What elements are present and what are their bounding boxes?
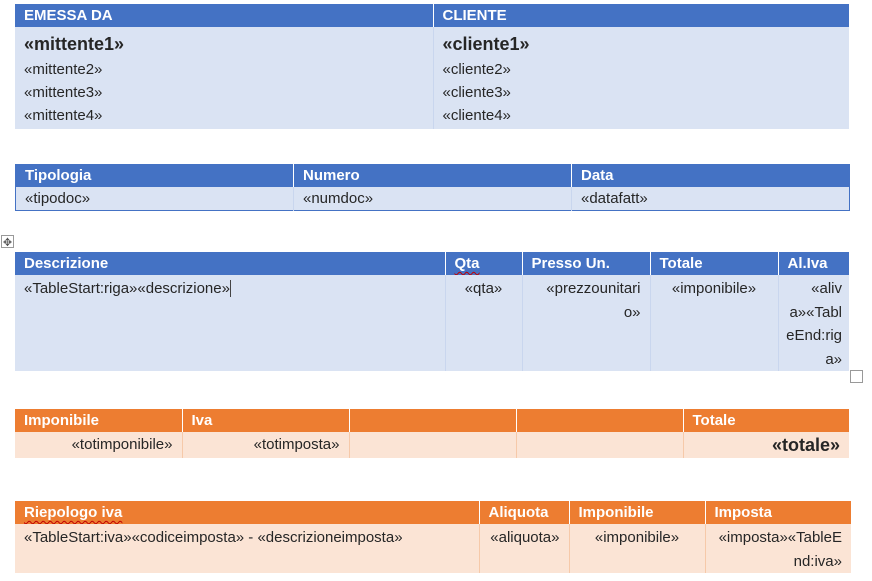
doc-number-value[interactable]: «numdoc» [293, 187, 572, 211]
client-header: CLIENTE [432, 4, 849, 27]
items-table: Descrizione Qta Presso Un. Totale Al.Iva… [15, 252, 849, 371]
qty-cell[interactable]: «qta» [444, 275, 522, 371]
doc-date-header: Data [571, 164, 850, 187]
sender-header: EMESSA DA [15, 4, 433, 27]
sender-client-table: EMESSA DA CLIENTE «mittente1» «mittente2… [15, 4, 849, 129]
resize-handle-icon[interactable] [850, 370, 863, 383]
doc-date-value[interactable]: «datafatt» [571, 187, 850, 211]
vat-rate-cell[interactable]: «aliquota» [478, 524, 569, 573]
client-line-4: «cliente4» [442, 107, 511, 124]
vat-summary-header: Riepologo iva [15, 501, 479, 524]
sender-line-1: «mittente1» [24, 34, 125, 54]
description-header: Descrizione [15, 252, 445, 275]
grand-total-value[interactable]: «totale» [682, 432, 849, 458]
empty-header-1 [348, 409, 516, 432]
vat-description-cell[interactable]: «TableStart:iva»«codiceimposta» - «descr… [15, 524, 479, 573]
total-vat-value[interactable]: «totimposta» [181, 432, 349, 458]
client-cell[interactable]: «cliente1» «cliente2» «cliente3» «client… [432, 27, 849, 129]
grand-total-header: Totale [682, 409, 849, 432]
sender-line-2: «mittente2» [24, 61, 103, 78]
description-cell[interactable]: «TableStart:riga»«descrizione» [15, 275, 445, 371]
move-handle-icon[interactable]: ✥ [1, 235, 14, 249]
total-taxable-value[interactable]: «totimponibile» [15, 432, 182, 458]
unit-price-header: Presso Un. [521, 252, 650, 275]
doc-info-table: Tipologia Numero Data «tipodoc» «numdoc»… [15, 164, 850, 211]
vat-amount-header: Imposta [704, 501, 851, 524]
description-value: «TableStart:riga»«descrizione» [24, 280, 231, 297]
sender-line-4: «mittente4» [24, 107, 103, 124]
sender-line-3: «mittente3» [24, 84, 103, 101]
doc-number-header: Numero [293, 164, 572, 187]
vat-taxable-cell[interactable]: «imponibile» [568, 524, 705, 573]
vat-header: Iva [181, 409, 349, 432]
vat-rate-header: Al.Iva [777, 252, 849, 275]
total-header: Totale [649, 252, 778, 275]
client-line-2: «cliente2» [442, 61, 511, 78]
empty-cell-2[interactable] [515, 432, 683, 458]
client-line-1: «cliente1» [442, 34, 530, 54]
vat-amount-cell[interactable]: «imposta»«TableEnd:iva» [704, 524, 851, 573]
doc-type-value[interactable]: «tipodoc» [15, 187, 294, 211]
unit-price-cell[interactable]: «prezzounitario» [521, 275, 650, 371]
row-total-cell[interactable]: «imponibile» [649, 275, 778, 371]
doc-type-header: Tipologia [15, 164, 294, 187]
qty-header-text: Qta [454, 255, 480, 272]
empty-header-2 [515, 409, 683, 432]
client-line-3: «cliente3» [442, 84, 511, 101]
vat-rate-cell[interactable]: «aliva»«TableEnd:riga» [777, 275, 849, 371]
vat-summary-table: Riepologo iva Aliquota Imponibile Impost… [15, 501, 851, 573]
empty-cell-1[interactable] [348, 432, 516, 458]
vat-taxable-header: Imponibile [568, 501, 705, 524]
sender-cell[interactable]: «mittente1» «mittente2» «mittente3» «mit… [15, 27, 433, 129]
vat-rate-summary-header: Aliquota [478, 501, 569, 524]
vat-summary-header-text: Riepologo iva [24, 504, 123, 521]
totals-table: Imponibile Iva Totale «totimponibile» «t… [15, 409, 849, 458]
taxable-header: Imponibile [15, 409, 182, 432]
qty-header: Qta [444, 252, 522, 275]
